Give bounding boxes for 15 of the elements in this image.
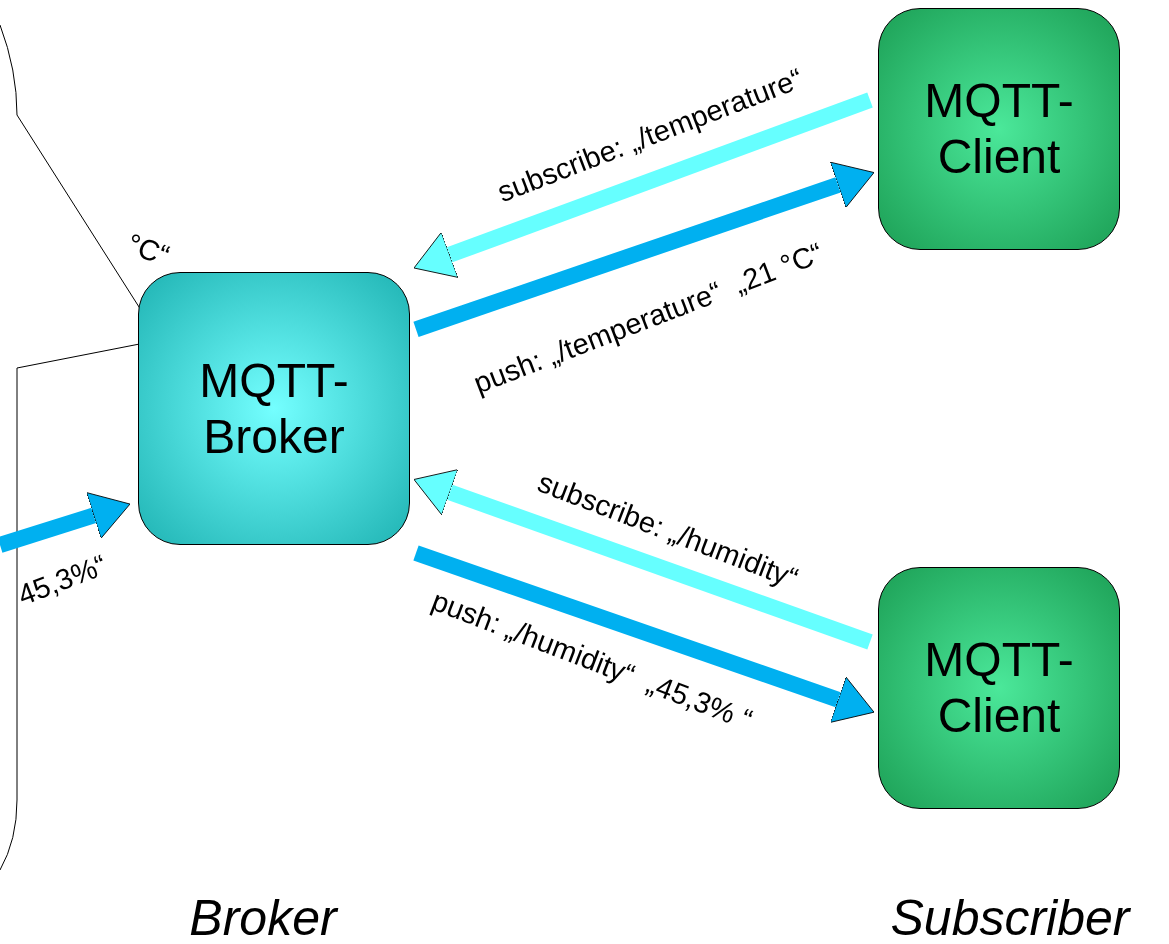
client-box bbox=[878, 8, 1120, 250]
temperature-value: °C“ bbox=[122, 227, 174, 273]
node-label: MQTT- Broker bbox=[199, 352, 349, 465]
column-heading: Subscriber bbox=[890, 889, 1130, 944]
client-box bbox=[878, 567, 1120, 809]
node-label: MQTT- Client bbox=[924, 632, 1074, 744]
node-label: MQTT- Client bbox=[924, 73, 1074, 185]
column-heading: Broker bbox=[189, 889, 337, 944]
block-arrow bbox=[413, 545, 875, 723]
block-arrow bbox=[413, 161, 875, 337]
broker-box bbox=[138, 272, 410, 545]
block-arrow bbox=[0, 492, 131, 553]
edge-label: 45,3%“ bbox=[13, 548, 111, 612]
block-arrow bbox=[413, 92, 873, 278]
block-arrow bbox=[413, 469, 873, 650]
